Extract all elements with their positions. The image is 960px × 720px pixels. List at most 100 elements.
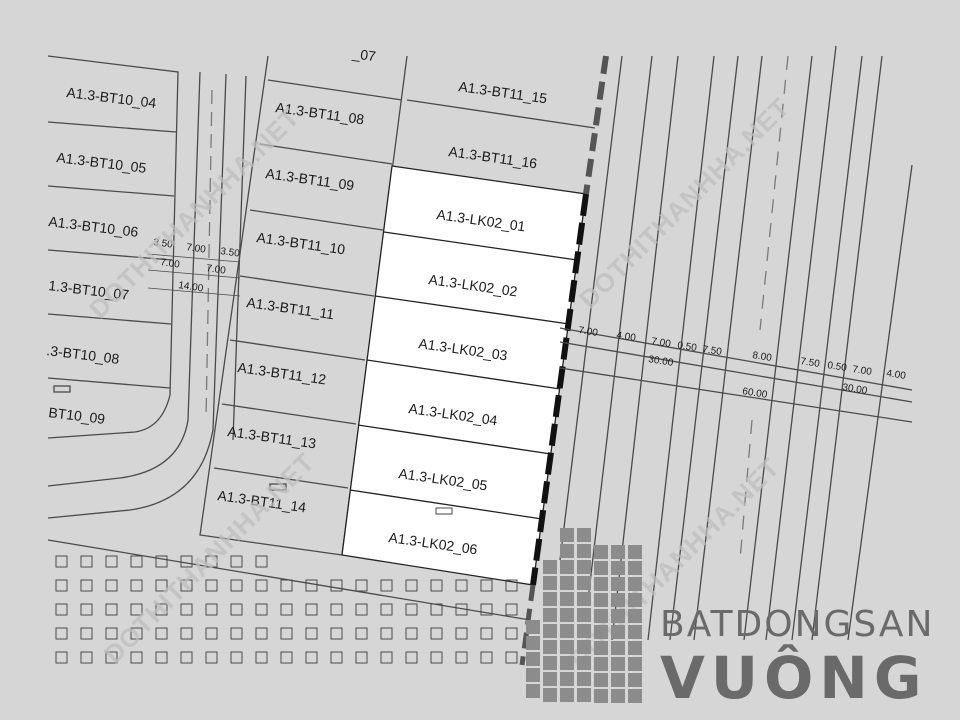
park-grid-cell (205, 579, 218, 592)
park-grid-cell (255, 627, 268, 640)
park-grid-cell (505, 651, 518, 664)
logo-block (611, 657, 625, 671)
logo-block (611, 593, 625, 607)
logo-block (543, 576, 557, 590)
park-grid-cell (155, 627, 168, 640)
logo-block (543, 640, 557, 654)
park-grid-cell (255, 555, 268, 568)
logo-block (543, 624, 557, 638)
logo-block (594, 689, 608, 703)
park-grid-cell (230, 627, 243, 640)
logo-block (560, 656, 574, 670)
park-grid-cell (180, 627, 193, 640)
road-lines-right (559, 45, 913, 641)
dim-label: 7.00 (651, 336, 672, 350)
logo-block (577, 544, 591, 558)
logo-block (594, 657, 608, 671)
lot-label: A1.3-BT11_15 (458, 78, 549, 106)
dim-label: 7.00 (206, 263, 227, 277)
park-grid-cell (280, 627, 293, 640)
logo-block (560, 688, 574, 702)
dim-label: 8.00 (752, 350, 773, 364)
logo-block (560, 544, 574, 558)
dim-label: 4.00 (616, 330, 637, 344)
park-grid-cell (55, 603, 68, 616)
dim-label: 7.00 (186, 242, 207, 256)
logo-block (628, 561, 642, 575)
park-grid-cell (430, 579, 443, 592)
dim-label: 30.00 (648, 354, 675, 369)
park-grid-cell (130, 651, 143, 664)
park-grid-cell (280, 603, 293, 616)
logo-block (526, 620, 540, 634)
park-grid-cell (205, 555, 218, 568)
logo-block (543, 592, 557, 606)
dim-label: 30.00 (842, 382, 869, 397)
park-grid-cell (380, 603, 393, 616)
park-grid-cell (130, 555, 143, 568)
logo-block (577, 528, 591, 542)
lot-label: A1.3-BT11_12 (237, 359, 328, 387)
logo-block (577, 560, 591, 574)
park-grid (55, 555, 518, 664)
dim-label: 7.00 (578, 325, 599, 339)
dim-label: 7.00 (160, 257, 181, 271)
dim-label: 7.50 (800, 356, 821, 370)
brand-line1: BATDONGSAN (660, 604, 934, 645)
park-grid-cell (230, 555, 243, 568)
logo-block (628, 545, 642, 559)
logo-block (560, 624, 574, 638)
dim-label: 60.00 (742, 386, 769, 401)
park-grid-cell (180, 651, 193, 664)
park-grid-cell (105, 651, 118, 664)
park-grid-cell (480, 603, 493, 616)
park-grid-cell (130, 627, 143, 640)
brand-line2: VUÔNG (660, 643, 927, 712)
park-grid-cell (230, 579, 243, 592)
park-grid-cell (405, 579, 418, 592)
lot-label: A1.3-BT11_09 (265, 165, 356, 193)
park-grid-cell (330, 651, 343, 664)
park-grid-cell (305, 579, 318, 592)
park-grid-cell (205, 651, 218, 664)
block-bt10 (47, 55, 179, 439)
logo-block (560, 640, 574, 654)
logo-block (628, 577, 642, 591)
logo-block (543, 608, 557, 622)
logo-block (594, 593, 608, 607)
dim-label: 7.50 (702, 344, 723, 358)
park-grid-cell (380, 651, 393, 664)
boundary-dashed-line (519, 55, 609, 666)
park-grid-cell (55, 627, 68, 640)
dims-small-road: 3.50 7.00 3.50 7.00 7.00 14.00 (147, 237, 241, 297)
park-grid-cell (430, 603, 443, 616)
park-grid-cell (255, 603, 268, 616)
park-grid-cell (205, 627, 218, 640)
logo-block (577, 672, 591, 686)
logo-block (611, 561, 625, 575)
park-grid-cell (305, 603, 318, 616)
logo-block (594, 545, 608, 559)
logo-block (577, 592, 591, 606)
park-grid-cell (155, 579, 168, 592)
logo-block (577, 656, 591, 670)
dim-label: 7.00 (852, 364, 873, 378)
logo-block (543, 656, 557, 670)
lot-label: A1.3-BT11_11 (246, 294, 336, 322)
park-grid-cell (55, 651, 68, 664)
logo-block (628, 593, 642, 607)
logo-block (628, 689, 642, 703)
park-grid-cell (455, 579, 468, 592)
dim-label: 4.00 (886, 368, 907, 382)
park-grid-cell (455, 627, 468, 640)
park-grid-cell (280, 651, 293, 664)
park-grid-cell (180, 579, 193, 592)
park-grid-cell (105, 579, 118, 592)
park-grid-cell (155, 603, 168, 616)
park-grid-cell (355, 603, 368, 616)
park-grid-cell (105, 627, 118, 640)
park-grid-cell (255, 579, 268, 592)
logo-block (628, 657, 642, 671)
